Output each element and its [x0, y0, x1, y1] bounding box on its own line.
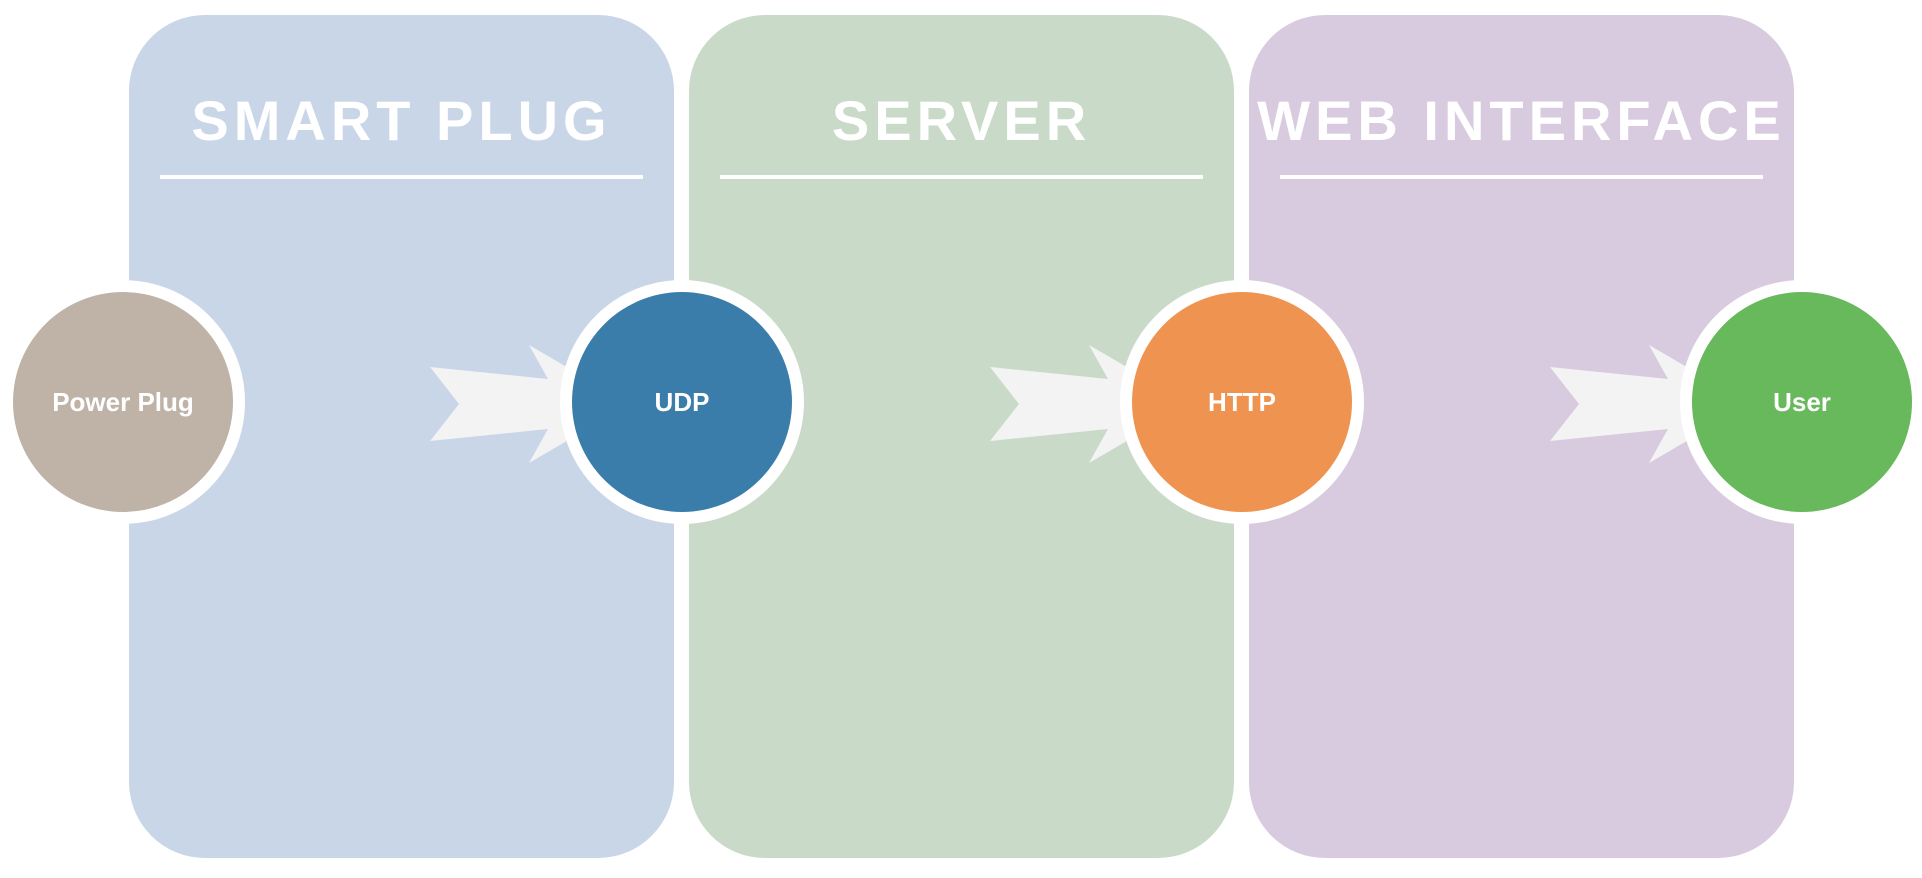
panel-divider [160, 175, 643, 179]
node-label: UDP [572, 292, 792, 512]
node-label: HTTP [1132, 292, 1352, 512]
node-http: HTTP [1120, 280, 1364, 524]
panel-title: SMART PLUG [191, 89, 612, 152]
panel-title: SERVER [831, 89, 1092, 152]
node-user: User [1680, 280, 1922, 524]
node-label: Power Plug [13, 292, 233, 512]
flow-arrow-icon [990, 345, 1190, 463]
node-label: User [1692, 292, 1912, 512]
panel-divider [720, 175, 1203, 179]
node-udp: UDP [560, 280, 804, 524]
panel-title: WEB INTERFACE [1257, 89, 1786, 152]
flow-arrow-icon [1550, 345, 1750, 463]
node-power-plug: Power Plug [1, 280, 245, 524]
flow-arrow-icon [430, 345, 630, 463]
panel-divider [1280, 175, 1763, 179]
